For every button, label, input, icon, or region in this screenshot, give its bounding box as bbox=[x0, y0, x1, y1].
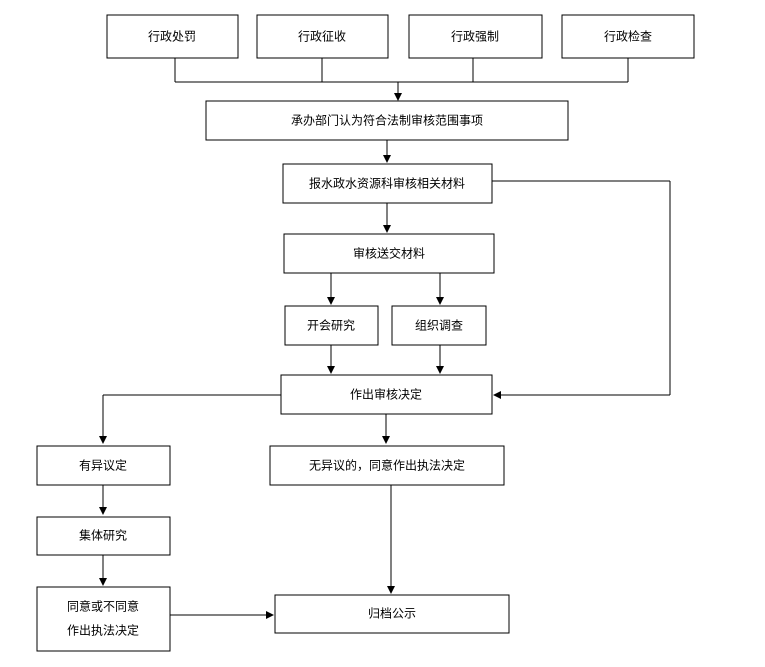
node-penalty-label: 行政处罚 bbox=[148, 30, 196, 44]
node-levy: 行政征收 bbox=[256, 14, 389, 59]
node-agree-line2: 作出执法决定 bbox=[67, 623, 139, 638]
bypass-connector bbox=[492, 180, 671, 399]
node-archive-label: 归档公示 bbox=[368, 607, 416, 621]
node-review-materials-label: 审核送交材料 bbox=[353, 246, 425, 261]
node-submit-label: 报水政水资源科审核相关材料 bbox=[309, 176, 465, 191]
node-meeting-label: 开会研究 bbox=[307, 318, 355, 333]
node-objection-label: 有异议定 bbox=[79, 458, 127, 473]
node-no-objection: 无异议的，同意作出执法决定 bbox=[269, 445, 505, 486]
node-review-materials: 审核送交材料 bbox=[283, 233, 495, 274]
node-objection: 有异议定 bbox=[36, 445, 171, 486]
node-no-objection-label: 无异议的，同意作出执法决定 bbox=[309, 458, 465, 473]
node-investigate: 组织调查 bbox=[391, 305, 487, 346]
node-agree-line1: 同意或不同意 bbox=[67, 599, 139, 614]
node-undertake-label: 承办部门认为符合法制审核范围事项 bbox=[291, 113, 483, 128]
node-enforcement: 行政强制 bbox=[408, 14, 543, 59]
node-levy-label: 行政征收 bbox=[298, 30, 346, 44]
node-meeting: 开会研究 bbox=[284, 305, 379, 346]
node-penalty: 行政处罚 bbox=[106, 14, 239, 59]
node-inspection: 行政检查 bbox=[561, 14, 695, 59]
node-archive: 归档公示 bbox=[274, 594, 510, 634]
node-submit: 报水政水资源科审核相关材料 bbox=[282, 163, 493, 204]
merge-connector bbox=[174, 58, 629, 101]
node-collective: 集体研究 bbox=[36, 516, 171, 556]
arrow-decision-objection bbox=[99, 394, 281, 444]
node-inspection-label: 行政检查 bbox=[604, 29, 652, 44]
node-enforcement-label: 行政强制 bbox=[451, 30, 499, 44]
node-decision-label: 作出审核决定 bbox=[350, 387, 422, 402]
node-investigate-label: 组织调查 bbox=[415, 319, 463, 333]
node-decision: 作出审核决定 bbox=[280, 374, 493, 415]
node-collective-label: 集体研究 bbox=[79, 528, 127, 543]
node-agree: 同意或不同意 作出执法决定 bbox=[36, 586, 171, 652]
node-undertake: 承办部门认为符合法制审核范围事项 bbox=[205, 100, 569, 141]
